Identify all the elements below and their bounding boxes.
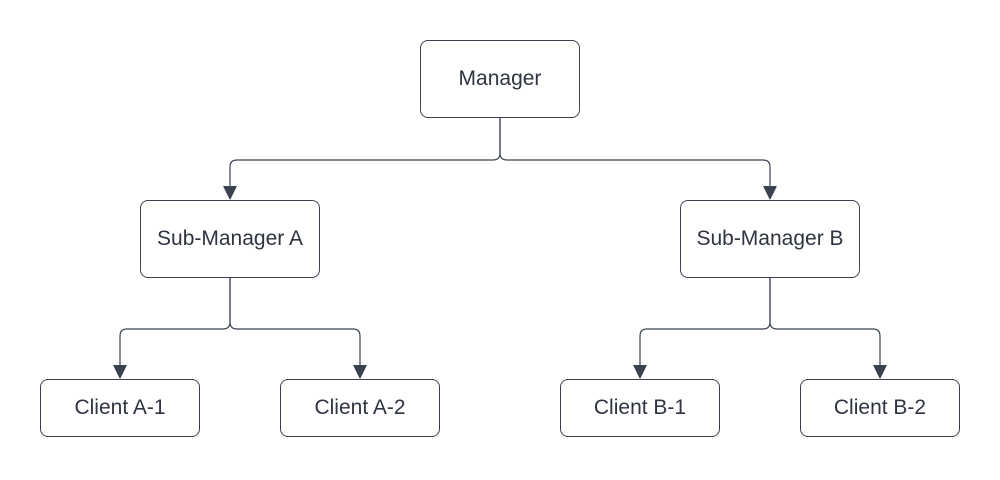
node-client-b1[interactable]: Client B-1 xyxy=(560,379,720,437)
arrowhead-client-b2 xyxy=(873,365,887,379)
node-client-b2[interactable]: Client B-2 xyxy=(800,379,960,437)
node-client-a2[interactable]: Client A-2 xyxy=(280,379,440,437)
connector-sub-b-to-client-b2 xyxy=(769,278,881,367)
arrowhead-sub-a xyxy=(223,186,237,200)
connector-sub-b-to-client-b1 xyxy=(639,278,771,367)
node-label: Manager xyxy=(458,67,542,91)
arrowhead-sub-b xyxy=(763,186,777,200)
node-sub-manager-a[interactable]: Sub-Manager A xyxy=(140,200,320,278)
connector-sub-a-to-client-a2 xyxy=(229,278,361,367)
node-label: Client B-2 xyxy=(833,396,927,420)
node-label: Sub-Manager B xyxy=(696,227,844,251)
node-label: Client B-1 xyxy=(593,396,687,420)
node-sub-manager-b[interactable]: Sub-Manager B xyxy=(680,200,860,278)
connector-sub-a-to-client-a1 xyxy=(119,278,231,367)
node-manager[interactable]: Manager xyxy=(420,40,580,118)
node-label: Sub-Manager A xyxy=(157,227,303,251)
node-label: Client A-2 xyxy=(314,396,406,420)
node-client-a1[interactable]: Client A-1 xyxy=(40,379,200,437)
arrowhead-client-a2 xyxy=(353,365,367,379)
node-label: Client A-1 xyxy=(74,396,166,420)
arrowhead-client-b1 xyxy=(633,365,647,379)
arrowhead-client-a1 xyxy=(113,365,127,379)
connector-manager-to-sub-a xyxy=(229,118,501,188)
connector-manager-to-sub-b xyxy=(499,118,771,188)
